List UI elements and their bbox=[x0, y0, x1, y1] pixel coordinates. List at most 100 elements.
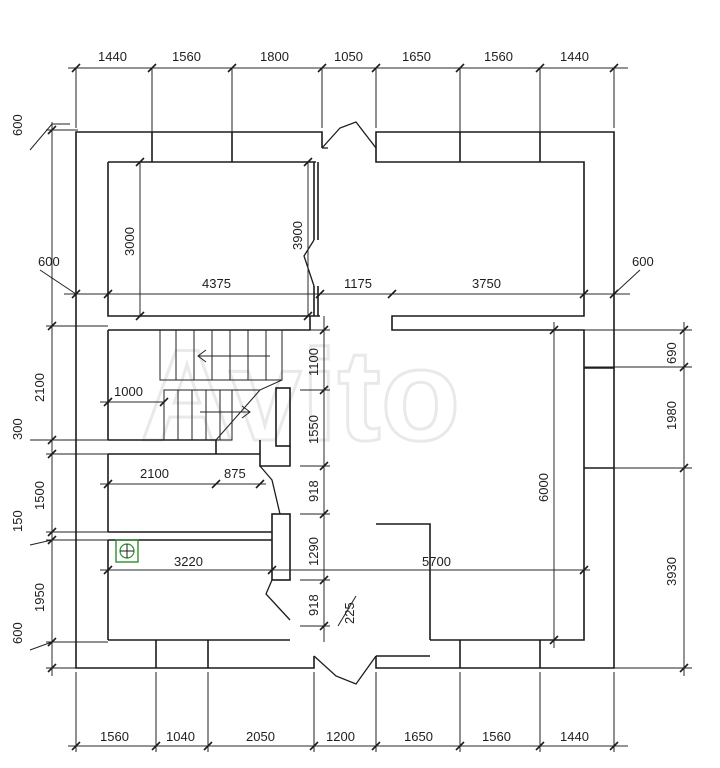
dim-bottom-1: 1560 bbox=[100, 729, 129, 744]
dim-right-2: 1980 bbox=[664, 401, 679, 430]
dimension-tick bbox=[679, 362, 689, 372]
dimension-tick bbox=[579, 289, 589, 299]
dim-225: 225 bbox=[342, 602, 357, 624]
dim-3220: 3220 bbox=[174, 554, 203, 569]
dim-6000: 6000 bbox=[536, 473, 551, 502]
dimension-tick bbox=[455, 741, 465, 751]
dimension-tick bbox=[679, 463, 689, 473]
dimension-tick bbox=[151, 741, 161, 751]
walls bbox=[75, 131, 615, 669]
dimension-tick bbox=[309, 741, 319, 751]
dimension-tick bbox=[47, 527, 57, 537]
dim-left-4: 1500 bbox=[32, 481, 47, 510]
dimension-tick bbox=[549, 635, 559, 645]
dimension-tick bbox=[609, 289, 619, 299]
dim-side-right: 600 bbox=[632, 254, 654, 269]
dim-bottom-2: 1040 bbox=[166, 729, 195, 744]
dimension-tick bbox=[255, 479, 265, 489]
dim-top-2: 1560 bbox=[172, 49, 201, 64]
dimension-tick bbox=[267, 565, 277, 575]
dim-side-left: 600 bbox=[38, 254, 60, 269]
left-dimension-chain: 600 2100 300 1500 150 1950 600 bbox=[10, 114, 108, 676]
dim-right-1: 690 bbox=[664, 342, 679, 364]
dim-918-b: 918 bbox=[306, 594, 321, 616]
dimension-tick bbox=[47, 125, 57, 135]
doors bbox=[259, 121, 377, 685]
dimension-tick bbox=[679, 663, 689, 673]
dim-top-6: 1560 bbox=[484, 49, 513, 64]
dimension-tick bbox=[135, 311, 145, 321]
dimension-tick bbox=[47, 637, 57, 647]
side-thickness-leaders: 600 600 bbox=[38, 254, 654, 295]
right-dimension-chain: 690 1980 3930 bbox=[584, 322, 692, 676]
dimension-tick bbox=[159, 397, 169, 407]
boiler-unit-icon bbox=[115, 539, 139, 563]
dimension-tick bbox=[549, 325, 559, 335]
dim-2100: 2100 bbox=[140, 466, 169, 481]
dim-top-4: 1050 bbox=[334, 49, 363, 64]
dimension-tick bbox=[47, 449, 57, 459]
dim-1000: 1000 bbox=[114, 384, 143, 399]
dimension-tick bbox=[315, 289, 325, 299]
dimension-tick bbox=[609, 63, 619, 73]
dim-bottom-3: 2050 bbox=[246, 729, 275, 744]
dimension-tick bbox=[203, 741, 213, 751]
dimension-tick bbox=[319, 385, 329, 395]
dimension-tick bbox=[47, 321, 57, 331]
dimension-tick bbox=[135, 157, 145, 167]
top-dimension-chain: 1440 1560 1800 1050 1650 1560 1440 bbox=[68, 49, 628, 132]
dim-left-6: 1950 bbox=[32, 583, 47, 612]
dim-left-3: 300 bbox=[10, 418, 25, 440]
dimension-tick bbox=[371, 741, 381, 751]
dim-1100: 1100 bbox=[306, 348, 321, 376]
watermark-text: Avito bbox=[140, 322, 460, 468]
dim-bottom-7: 1440 bbox=[560, 729, 589, 744]
dimension-tick bbox=[319, 325, 329, 335]
dim-top-3: 1800 bbox=[260, 49, 289, 64]
dimension-tick bbox=[535, 63, 545, 73]
dimension-tick bbox=[319, 509, 329, 519]
dimension-tick bbox=[579, 565, 589, 575]
dimension-tick bbox=[71, 63, 81, 73]
dim-top-5: 1650 bbox=[402, 49, 431, 64]
dim-left-5: 150 bbox=[10, 510, 25, 532]
interior-dimensions: 3000 3900 4375 1175 3750 1100 1550 918 1… bbox=[100, 162, 590, 648]
dim-3750: 3750 bbox=[472, 276, 501, 291]
staircase bbox=[159, 329, 283, 441]
dim-bottom-4: 1200 bbox=[326, 729, 355, 744]
dimension-tick bbox=[103, 397, 113, 407]
dim-918-a: 918 bbox=[306, 480, 321, 502]
dimension-tick bbox=[455, 63, 465, 73]
dimension-tick bbox=[303, 311, 313, 321]
dimension-tick bbox=[303, 157, 313, 167]
dim-left-2: 2100 bbox=[32, 373, 47, 402]
dimension-tick bbox=[609, 741, 619, 751]
dim-1175: 1175 bbox=[344, 276, 372, 291]
dimension-tick bbox=[47, 663, 57, 673]
dimension-tick bbox=[679, 325, 689, 335]
dim-left-1: 600 bbox=[10, 114, 25, 136]
dim-1550: 1550 bbox=[306, 415, 321, 444]
dimension-tick bbox=[71, 741, 81, 751]
dimension-tick bbox=[227, 63, 237, 73]
dimension-tick bbox=[387, 289, 397, 299]
dimension-tick bbox=[47, 535, 57, 545]
dim-3900: 3900 bbox=[290, 221, 305, 250]
dimension-tick bbox=[317, 63, 327, 73]
dimension-tick bbox=[535, 741, 545, 751]
dimension-tick bbox=[371, 63, 381, 73]
dimension-tick bbox=[319, 575, 329, 585]
dim-top-7: 1440 bbox=[560, 49, 589, 64]
dimension-tick bbox=[103, 289, 113, 299]
dimension-tick bbox=[71, 289, 81, 299]
dimension-tick bbox=[103, 565, 113, 575]
dimension-ticks bbox=[47, 63, 689, 751]
dimension-tick bbox=[47, 435, 57, 445]
dimension-tick bbox=[319, 461, 329, 471]
dim-5700: 5700 bbox=[422, 554, 451, 569]
watermark: Avito bbox=[139, 321, 462, 470]
dim-left-7: 600 bbox=[10, 622, 25, 644]
dim-bottom-5: 1650 bbox=[404, 729, 433, 744]
